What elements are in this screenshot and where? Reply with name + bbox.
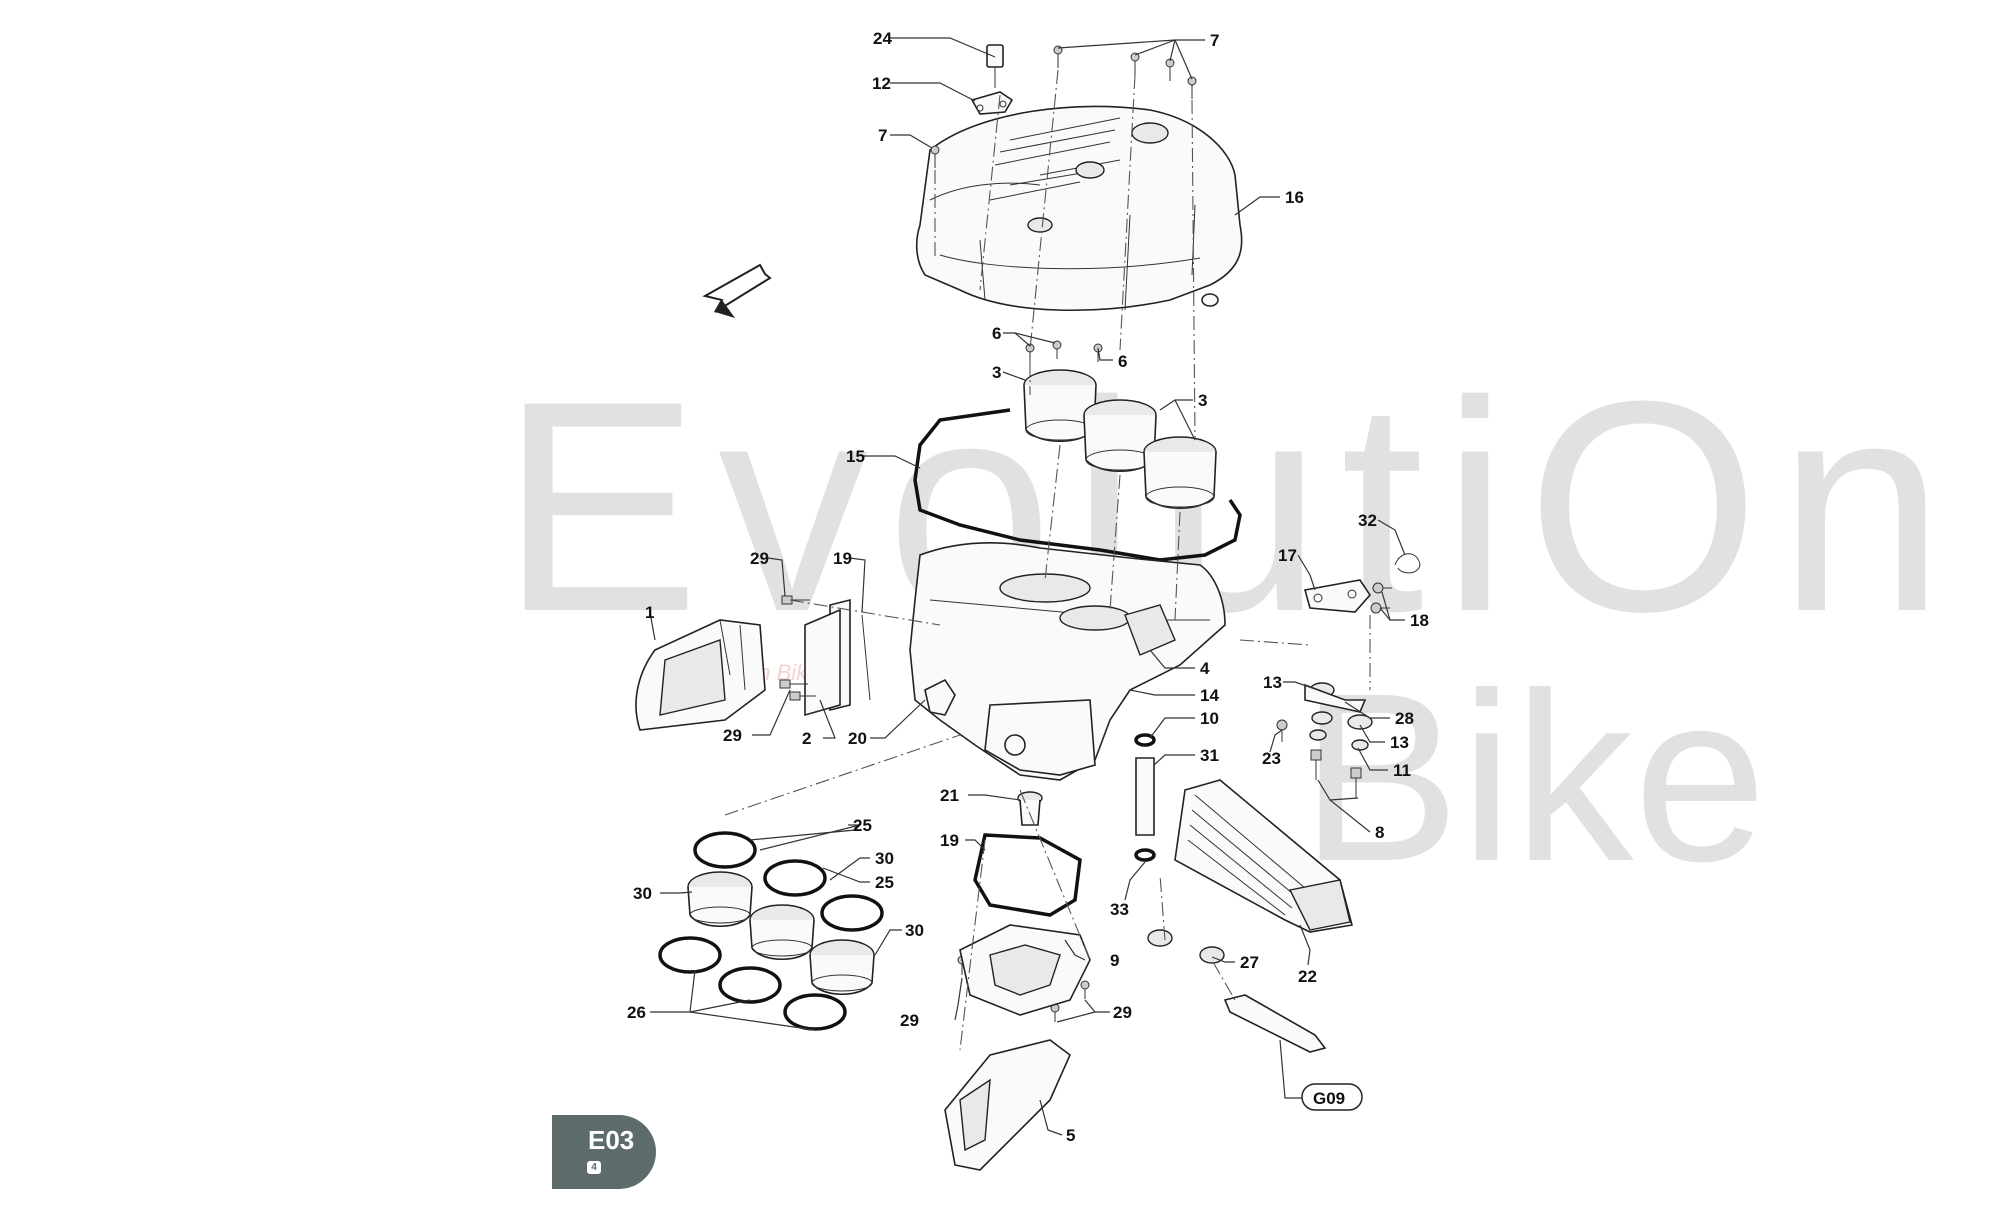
clip-32: [1394, 553, 1421, 574]
callout-8: 8: [1375, 823, 1384, 842]
screws-7: [930, 45, 1197, 168]
callout-6-left: 6: [992, 324, 1001, 343]
valve-21: [1017, 791, 1043, 826]
o-rings-25: [693, 831, 884, 932]
callout-13-right: 13: [1390, 733, 1409, 752]
callout-29-bottom-left: 29: [900, 1011, 919, 1030]
fitting-20: [924, 678, 956, 716]
screw-23: [1276, 719, 1288, 742]
callout-13-left: 13: [1263, 673, 1282, 692]
callout-31: 31: [1200, 746, 1219, 765]
bracket-17: [1303, 579, 1372, 613]
bolts-8: [1310, 749, 1362, 798]
callout-29-left: 29: [723, 726, 742, 745]
sensor-24: [986, 44, 1004, 88]
callout-21: 21: [940, 786, 959, 805]
gasket-19-lower: [973, 833, 1082, 917]
reference-g09-label: G09: [1313, 1089, 1345, 1108]
centerlines: [724, 69, 1371, 1051]
callout-20: 20: [848, 729, 867, 748]
callout-5: 5: [1066, 1126, 1075, 1145]
callout-29-top: 29: [750, 549, 769, 568]
intake-duct-1: [635, 619, 766, 731]
callout-26: 26: [627, 1003, 646, 1022]
callout-30-right: 30: [905, 921, 924, 940]
callout-2: 2: [802, 729, 811, 748]
throttle-bodies-30: [687, 871, 875, 995]
airbox-body: [909, 541, 1226, 781]
section-sub: 4: [587, 1161, 601, 1174]
callout-32: 32: [1358, 511, 1377, 530]
ring-33: [1134, 848, 1156, 862]
callout-33: 33: [1110, 900, 1129, 919]
callout-25-top: 25: [853, 816, 872, 835]
callout-23: 23: [1262, 749, 1281, 768]
callout-29-bottom-right: 29: [1113, 1003, 1132, 1022]
ring-10: [1134, 733, 1156, 747]
callout-7-left: 7: [878, 126, 887, 145]
callout-14: 14: [1200, 686, 1219, 705]
callout-19-lower: 19: [940, 831, 959, 850]
callout-7-top: 7: [1210, 31, 1219, 50]
bracket-12: [970, 91, 1014, 115]
callout-27: 27: [1240, 953, 1259, 972]
velocity-stacks-3: [1023, 369, 1217, 510]
callout-12: 12: [872, 74, 891, 93]
callout-19-top: 19: [833, 549, 852, 568]
callout-9: 9: [1110, 951, 1119, 970]
callout-10: 10: [1200, 709, 1219, 728]
bracket-g09: [1223, 994, 1327, 1053]
callout-25-mid: 25: [875, 873, 894, 892]
seal-strip: [861, 614, 871, 701]
callout-17: 17: [1278, 546, 1297, 565]
callout-28: 28: [1395, 709, 1414, 728]
watermark-line2: Bike: [1300, 643, 1767, 911]
callout-1: 1: [645, 603, 654, 622]
cover-ribs: [989, 117, 1121, 201]
duct-5: [944, 1039, 1071, 1171]
callout-3-left: 3: [992, 363, 1001, 382]
callout-4: 4: [1200, 659, 1210, 678]
callout-22: 22: [1298, 967, 1317, 986]
duct-flange-2: [804, 608, 841, 717]
callout-3-right: 3: [1198, 391, 1207, 410]
callout-30-top: 30: [875, 849, 894, 868]
section-code: E03: [588, 1125, 635, 1155]
callout-6-right: 6: [1118, 352, 1127, 371]
bolts-18: [1370, 582, 1392, 614]
callout-30-left: 30: [633, 884, 652, 903]
callout-16: 16: [1285, 188, 1304, 207]
tube-31: [1135, 757, 1155, 836]
section-badge: E03 4: [552, 1115, 656, 1189]
leader-lines: [649, 37, 1406, 1136]
manifold-9: [959, 924, 1091, 1016]
callout-11: 11: [1393, 761, 1411, 780]
gasket-15: [913, 408, 1242, 562]
callout-24: 24: [873, 29, 892, 48]
o-rings-26: [658, 936, 847, 1031]
callout-15: 15: [846, 447, 865, 466]
callouts: 24 7 12 7 16 6 6 3 3 15 32 17 18 29 19 1…: [627, 29, 1429, 1145]
callout-18: 18: [1410, 611, 1429, 630]
nuts-11: [1309, 729, 1369, 751]
reference-g09: G09: [1301, 1083, 1363, 1111]
air-filter-22: [1174, 779, 1353, 933]
direction-arrow-icon: [702, 263, 772, 318]
grommets-27: [1147, 929, 1225, 964]
